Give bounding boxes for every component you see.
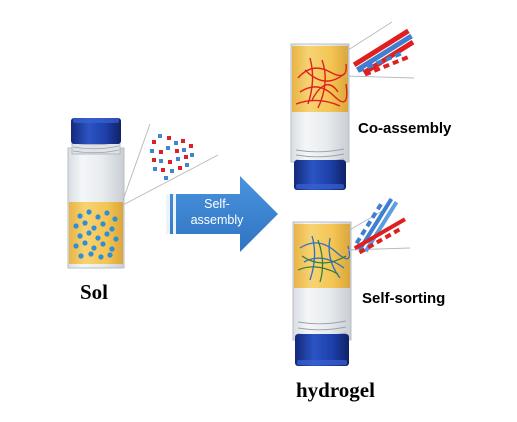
sol-vial-cap-top	[73, 118, 119, 123]
arrow-label-line1: Self-	[204, 197, 230, 211]
red-fiber-bundle	[353, 217, 406, 255]
self-assembly-arrow	[166, 176, 278, 252]
co-assembly-zoom-callout	[344, 21, 415, 79]
arrow-label-line2: assembly	[190, 213, 244, 227]
sol-molecules-blue	[150, 134, 194, 180]
sol-vial-cap	[71, 118, 121, 144]
arrow-label: Self- assembly	[176, 196, 258, 228]
self-sorting-zoom-callout	[345, 197, 411, 255]
self-sorting-fibers-green	[297, 239, 347, 283]
self-sorting-vial	[292, 221, 352, 366]
co-assembly-label: Co-assembly	[358, 120, 452, 137]
self-sorting-fibers-blue	[299, 235, 351, 281]
sol-vial	[67, 118, 125, 269]
co-assembly-fibers	[295, 57, 348, 109]
sol-particle-dots	[73, 209, 119, 260]
ss-vial-cap	[295, 334, 349, 366]
sol-vial-liquid	[69, 202, 123, 264]
sol-label: Sol	[80, 280, 109, 304]
co-fiber-bundle	[352, 28, 415, 77]
co-vial-cap	[294, 160, 346, 190]
hydrogel-label: hydrogel	[296, 378, 375, 402]
sol-zoom-callout	[122, 123, 219, 206]
self-sorting-label: Self-sorting	[362, 290, 446, 307]
co-assembly-vial	[290, 43, 350, 190]
sol-molecules-red	[152, 136, 193, 172]
